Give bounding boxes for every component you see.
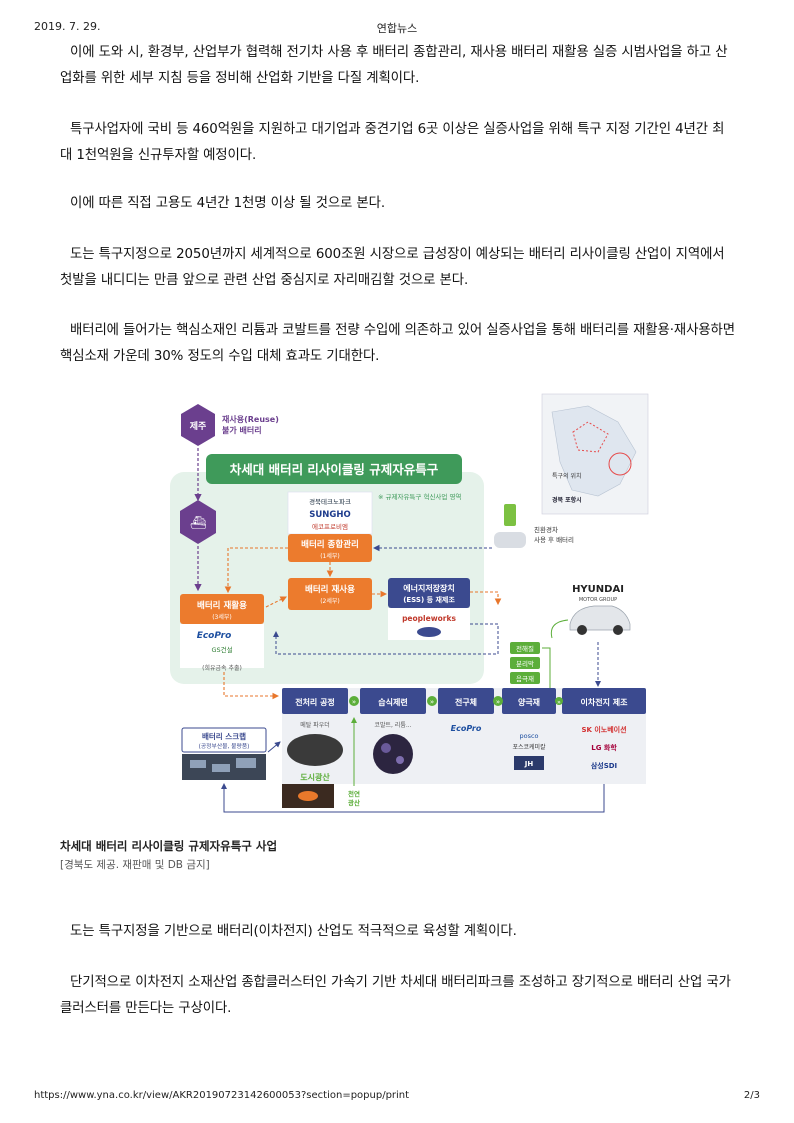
svg-text:전구체: 전구체	[455, 697, 477, 707]
ev-note: 사용 후 배터리	[534, 535, 574, 544]
svg-text:양극재: 양극재	[518, 697, 540, 707]
page-number: 2/3	[743, 1090, 760, 1101]
article-paragraph: 도는 특구지정을 기반으로 배터리(이차전지) 산업도 적극적으로 육성할 계획…	[70, 924, 517, 939]
ship-hexagon	[180, 500, 216, 544]
chevron-right-icon: »	[557, 699, 561, 706]
ev-note: 친환경차	[534, 525, 558, 534]
ess-box	[388, 578, 470, 608]
stage-box	[360, 688, 426, 714]
car-icon	[569, 605, 631, 631]
cobalt-image	[373, 734, 413, 774]
jeju-label: 제주	[190, 420, 207, 432]
company-logo: 경북테크노파크	[309, 497, 351, 506]
hyundai-logo: MOTOR GROUP	[579, 597, 617, 603]
svg-text:전해질: 전해질	[516, 644, 534, 653]
battery-reuse-box	[288, 578, 372, 610]
stage-note: 코발트, 리튬...	[374, 721, 411, 729]
stage-box	[438, 688, 494, 714]
company-logo: posco	[519, 732, 538, 740]
company-logo: EcoPro	[197, 631, 232, 641]
company-logo: LG 화학	[591, 743, 617, 752]
site-name: 연합뉴스	[376, 22, 418, 35]
article-paragraph: 단기적으로 이차전지 소재산업 종합클러스터인 가속기 기반 차세대 배터리파크…	[60, 975, 731, 1016]
hyundai-logo: HYUNDAI	[572, 584, 624, 595]
company-logo: 에코프로비엠	[312, 522, 348, 531]
svg-text:음극재: 음극재	[516, 675, 534, 683]
infographic-title: 차세대 배터리 리사이클링 규제자유특구	[230, 462, 439, 477]
svg-text:이차전지 제조: 이차전지 제조	[581, 697, 629, 707]
map-note: 특구의 위치	[552, 472, 582, 480]
svg-text:배터리 재활용: 배터리 재활용	[197, 600, 247, 611]
map-note: 경북 포항시	[552, 496, 582, 504]
stage-box	[282, 688, 348, 714]
svg-text:에너지저장장치: 에너지저장장치	[403, 583, 455, 593]
natural-mine-label: 천연	[348, 789, 360, 798]
figure-caption: 차세대 배터리 리사이클링 규제자유특구 사업	[60, 839, 278, 853]
company-logo: 포스코케미칼	[512, 743, 546, 751]
svg-text:전처리 공정: 전처리 공정	[295, 697, 335, 707]
company-logo: JH	[524, 760, 534, 768]
article-paragraph: 배터리에 들어가는 핵심소재인 리튬과 코발트를 전량 수입에 의존하고 있어 …	[60, 323, 736, 364]
charger-icon	[504, 504, 516, 526]
ship-icon: ⛴	[190, 515, 207, 531]
company-logo: EcoPro	[451, 724, 482, 733]
chevron-right-icon: »	[496, 698, 500, 706]
article-paragraph: 특구사업자에 국비 등 460억원을 지원하고 대기업과 중견기업 6곳 이상은…	[60, 122, 725, 163]
company-logo: 삼성SDI	[591, 761, 617, 770]
chevron-right-icon: »	[352, 698, 356, 706]
recycling-infographic: 제주 재사용(Reuse) 불가 배터리 차세대 배터리 리사이클링 규제자유특…	[168, 392, 650, 824]
article-paragraph: 이에 도와 시, 환경부, 산업부가 협력해 전기차 사용 후 배터리 종합관리…	[60, 45, 728, 86]
svg-text:(ESS) 등 재제조: (ESS) 등 재제조	[403, 595, 455, 604]
svg-text:습식제련: 습식제련	[378, 697, 407, 707]
natural-mine-label: 광산	[348, 798, 360, 807]
stage-box	[502, 688, 556, 714]
stage-note: 메탈 파우더	[300, 721, 330, 729]
company-logo: SK 이노베이션	[581, 725, 626, 734]
legend-note: ※ 규제자유특구 혁신사업 영역	[378, 492, 461, 501]
company-logo: SUNGHO	[309, 510, 350, 520]
svg-text:(1세부): (1세부)	[320, 552, 340, 560]
article-paragraph: 이에 따른 직접 고용도 4년간 1천명 이상 될 것으로 본다.	[70, 196, 386, 211]
infographic-title-banner	[206, 454, 462, 484]
footer-url: https://www.yna.co.kr/view/AKR2019072314…	[34, 1090, 410, 1101]
chevron-right-icon: »	[430, 698, 434, 706]
article-paragraph: 도는 특구지정으로 2050년까지 세계적으로 600조원 시장으로 급성장이 …	[60, 247, 725, 288]
jeju-note: 불가 배터리	[222, 425, 262, 435]
figure-credit: [경북도 제공. 재판매 및 DB 금지]	[60, 859, 210, 871]
print-date: 2019. 7. 29.	[34, 20, 101, 33]
svg-text:(공정부산물, 불량품): (공정부산물, 불량품)	[199, 742, 250, 750]
material-tag	[510, 657, 540, 669]
svg-text:배터리 스크랩: 배터리 스크랩	[202, 731, 246, 741]
svg-text:(3세부): (3세부)	[212, 613, 232, 621]
svg-text:배터리 재사용: 배터리 재사용	[305, 584, 355, 595]
jeju-note: 재사용(Reuse)	[222, 414, 279, 424]
battery-scrap-label	[181, 727, 267, 753]
material-tag	[510, 672, 540, 684]
company-logo: peopleworks	[402, 614, 456, 623]
recycle-note: (희유금속 추출)	[202, 664, 242, 672]
material-tag	[510, 642, 540, 654]
company-logo: GS건설	[211, 645, 232, 654]
battery-recycle-box	[180, 594, 264, 624]
stage-box	[562, 688, 646, 714]
metal-powder-image	[287, 734, 343, 766]
svg-text:분리막: 분리막	[516, 659, 534, 668]
urban-mine-label: 도시광산	[300, 772, 330, 782]
battery-management-box	[288, 534, 372, 562]
svg-text:배터리 종합관리: 배터리 종합관리	[301, 539, 359, 550]
jeju-hexagon	[181, 404, 215, 446]
svg-text:(2세부): (2세부)	[320, 597, 340, 605]
